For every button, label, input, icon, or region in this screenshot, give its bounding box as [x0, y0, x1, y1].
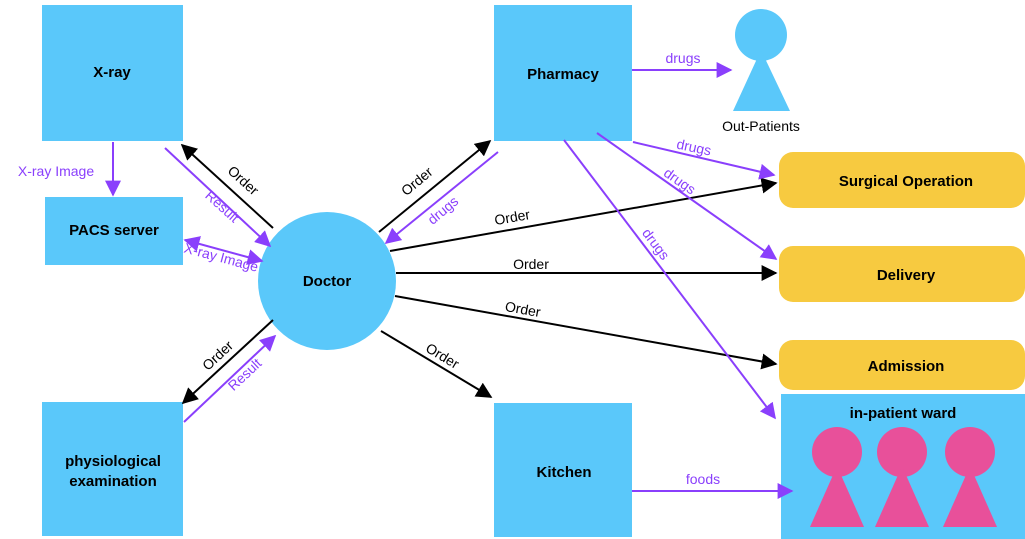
doctor-to-physio-order-arrow	[181, 319, 274, 405]
doctor-to-surgical-order-arrow	[389, 177, 778, 252]
drugs-label: drugs	[675, 136, 713, 159]
doctor-to-admission-order-arrow	[394, 295, 778, 370]
in-patient-ward-node: in-patient ward	[781, 394, 1025, 539]
order-label: Order	[504, 298, 542, 320]
physiological-examination-node: physiological examination	[42, 402, 183, 536]
delivery-node: Delivery	[779, 246, 1025, 302]
pacs-server-node: PACS server	[45, 197, 183, 265]
xray-node: X-ray	[42, 5, 183, 141]
person-icon	[733, 9, 790, 111]
physio-to-doctor-result-arrow	[183, 334, 277, 423]
doctor-node: Doctor	[258, 212, 396, 350]
order-label: Order	[493, 206, 531, 228]
result-label: Result	[202, 187, 242, 226]
order-label: Order	[199, 337, 236, 373]
pharmacy-to-surgical-drugs-arrow	[632, 141, 776, 180]
drugs-label: drugs	[665, 50, 700, 66]
doctor-label: Doctor	[303, 273, 351, 290]
pharmacy-to-doctor-drugs-arrow	[384, 151, 499, 245]
xray-image-label: X-ray Image	[18, 163, 94, 179]
patient-person-icon	[810, 427, 864, 527]
patient-person-icon	[875, 427, 929, 527]
in-patient-ward-label: in-patient ward	[850, 405, 957, 422]
physiological-label-line2: examination	[69, 473, 157, 490]
doctor-to-xray-order-arrow	[180, 143, 274, 229]
doctor-to-pharmacy-order-arrow	[378, 139, 492, 233]
xray-image-label: X-ray Image	[182, 240, 260, 275]
surgical-operation-node: Surgical Operation	[779, 152, 1025, 208]
pharmacy-to-delivery-drugs-arrow	[596, 132, 778, 260]
surgical-operation-label: Surgical Operation	[839, 173, 973, 190]
order-label: Order	[513, 256, 549, 272]
order-label: Order	[225, 162, 263, 198]
foods-label: foods	[686, 471, 720, 487]
xray-to-doctor-result-arrow	[164, 147, 272, 248]
admission-node: Admission	[779, 340, 1025, 390]
admission-label: Admission	[868, 358, 945, 375]
xray-label: X-ray	[93, 64, 131, 81]
pharmacy-to-ward-drugs-arrow	[563, 139, 776, 420]
patient-person-icon	[943, 427, 997, 527]
order-label: Order	[398, 163, 436, 198]
kitchen-node: Kitchen	[494, 403, 632, 537]
out-patients-label: Out-Patients	[722, 118, 800, 134]
pharmacy-label: Pharmacy	[527, 66, 599, 83]
result-label: Result	[225, 355, 265, 394]
pacs-server-label: PACS server	[69, 222, 159, 239]
physiological-label-line1: physiological	[65, 453, 161, 470]
pharmacy-node: Pharmacy	[494, 5, 632, 141]
doctor-to-kitchen-order-arrow	[380, 330, 493, 398]
kitchen-label: Kitchen	[536, 464, 591, 481]
delivery-label: Delivery	[877, 267, 936, 284]
out-patients-node: Out-Patients	[722, 9, 800, 134]
pacs-doctor-image-arrow	[183, 236, 264, 265]
